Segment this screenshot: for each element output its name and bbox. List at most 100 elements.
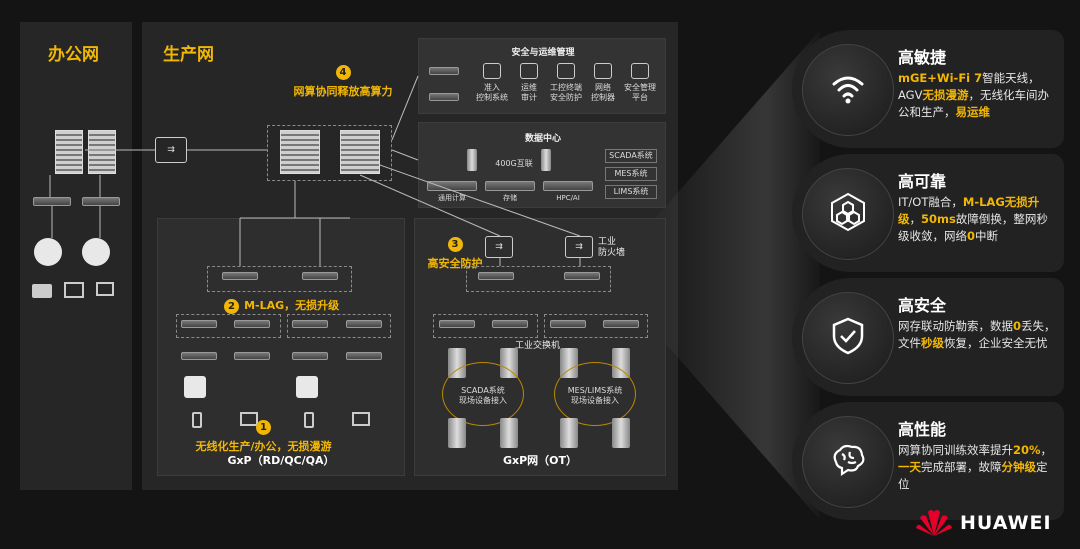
card-description: IT/OT融合，M-LAG无损升级，50ms故障倒换，整网秒级收敛，网络0中断	[898, 195, 1048, 243]
datacenter-title: 数据中心	[524, 134, 561, 144]
industrial-firewall-icon: ⇉	[565, 236, 593, 258]
callout-1: 1 无线化生产/办公，无损漫游	[176, 415, 351, 454]
card-title: 高可靠	[898, 172, 947, 191]
production-title: 生产网	[163, 45, 214, 65]
security-item-icon	[483, 63, 501, 79]
edge-switch	[181, 352, 217, 360]
dc-system-tag: LIMS系统	[605, 185, 657, 199]
office-core-switch	[55, 130, 83, 174]
wifi-ap	[184, 376, 206, 398]
security-mgmt-title: 安全与运维管理	[511, 48, 575, 58]
security-item-label: 安全管理 平台	[624, 83, 656, 102]
huawei-logo	[914, 506, 954, 542]
callout-4: 4 网算协同释放高算力	[283, 60, 403, 99]
industrial-switch	[439, 320, 475, 328]
card-icon-circle	[802, 416, 894, 508]
mes-field-label: MES/LIMS系统 现场设备接入	[567, 386, 623, 405]
gxp-left-label: GxP（RD/QC/QA）	[227, 454, 335, 467]
dc-pod-label: HPC/AI	[556, 194, 580, 202]
gxp-right-label: GxP网（OT）	[502, 454, 578, 467]
callout-2-number: 2	[224, 299, 239, 314]
security-item-label: 运维 审计	[521, 83, 537, 102]
card-title: 高安全	[898, 296, 947, 315]
wifi-icon	[828, 68, 868, 108]
ot-distribution-switch	[478, 272, 514, 280]
office-core-switch	[88, 130, 116, 174]
gxp-left-box	[157, 218, 405, 476]
callout-1-text: 无线化生产/办公，无损漫游	[195, 440, 332, 453]
access-switch	[292, 320, 328, 328]
field-device	[448, 418, 466, 448]
security-item-icon	[557, 63, 575, 79]
edge-switch	[234, 352, 270, 360]
office-access-switch	[82, 197, 120, 206]
wifi-ap	[296, 376, 318, 398]
card-title: 高敏捷	[898, 48, 947, 67]
distribution-switch	[222, 272, 258, 280]
huawei-flower-icon	[916, 510, 952, 536]
laptop-icon	[64, 282, 84, 298]
brand-name: HUAWEI	[960, 512, 1052, 534]
field-device	[500, 418, 518, 448]
card-title: 高性能	[898, 420, 947, 439]
phone-icon	[192, 412, 202, 428]
distribution-group	[207, 266, 352, 292]
security-item-icon	[594, 63, 612, 79]
hexagon-cluster-icon	[828, 192, 868, 232]
mes-field-ring	[554, 362, 636, 426]
brain-icon	[828, 440, 868, 480]
access-switch	[181, 320, 217, 328]
industrial-firewall-label: 工业 防火墙	[598, 237, 626, 258]
industrial-switch	[603, 320, 639, 328]
card-icon-circle	[802, 44, 894, 136]
security-item-icon	[631, 63, 649, 79]
security-item-label: 工控终端 安全防护	[550, 83, 582, 102]
mgmt-server	[429, 67, 459, 75]
field-device	[560, 418, 578, 448]
security-item-icon	[520, 63, 538, 79]
dc-pod-label: 通用计算	[438, 194, 466, 202]
shield-check-icon	[828, 316, 868, 356]
desktop-icon	[96, 282, 114, 296]
edge-switch	[346, 352, 382, 360]
feature-card: 高安全 网存联动防勒索，数据0丢失，文件秒级恢复，企业安全无忧	[792, 278, 1064, 396]
firewall-icon: ⇉	[485, 236, 513, 258]
desktop-icon	[352, 412, 370, 426]
feature-card: 高敏捷 mGE+Wi-Fi 7智能天线，AGV无损漫游，无线化车间办公和生产，易…	[792, 30, 1064, 148]
mgmt-server	[429, 93, 459, 101]
dc-pod-server	[485, 181, 535, 191]
callout-3-number: 3	[447, 237, 463, 252]
phone-icon	[304, 412, 314, 428]
industrial-switch-label: 工业交换机	[515, 341, 561, 351]
callout-1-number: 1	[256, 420, 271, 435]
security-item-label: 准入 控制系统	[476, 83, 508, 102]
desktop-icon	[240, 412, 258, 426]
printer-icon	[32, 284, 52, 298]
card-description: 网存联动防勒索，数据0丢失，文件秒级恢复，企业安全无忧	[898, 319, 1056, 350]
distribution-switch	[302, 272, 338, 280]
callout-2: 2 M-LAG，无损升级	[224, 294, 339, 314]
security-item-label: 网络 控制器	[591, 83, 615, 102]
scada-field-ring	[442, 362, 524, 426]
access-group	[287, 314, 391, 338]
scada-field-label: SCADA系统 现场设备接入	[459, 386, 507, 405]
security-mgmt-box: 安全与运维管理 准入 控制系统运维 审计工控终端 安全防护网络 控制器安全管理 …	[418, 38, 666, 114]
dc-system-tag: SCADA系统	[605, 149, 657, 163]
ot-distribution-switch	[564, 272, 600, 280]
dc-spine-switch	[467, 149, 477, 171]
callout-4-text: 网算协同释放高算力	[293, 85, 393, 98]
feature-card: 高性能 网算协同训练效率提升20%，一天完成部署，故障分钟级定位	[792, 402, 1064, 520]
production-core-switch	[340, 130, 380, 174]
office-title: 办公网	[48, 45, 99, 65]
field-device	[612, 418, 630, 448]
dc-pod-label: 存储	[503, 194, 517, 202]
dc-system-tag: MES系统	[605, 167, 657, 181]
access-switch	[346, 320, 382, 328]
interconnect-label: 400G互联	[495, 159, 533, 168]
dc-spine-switch	[541, 149, 551, 171]
access-group	[176, 314, 281, 338]
wifi-ap	[82, 238, 110, 266]
ot-distribution-group	[466, 266, 611, 292]
ot-access-group	[544, 314, 648, 338]
